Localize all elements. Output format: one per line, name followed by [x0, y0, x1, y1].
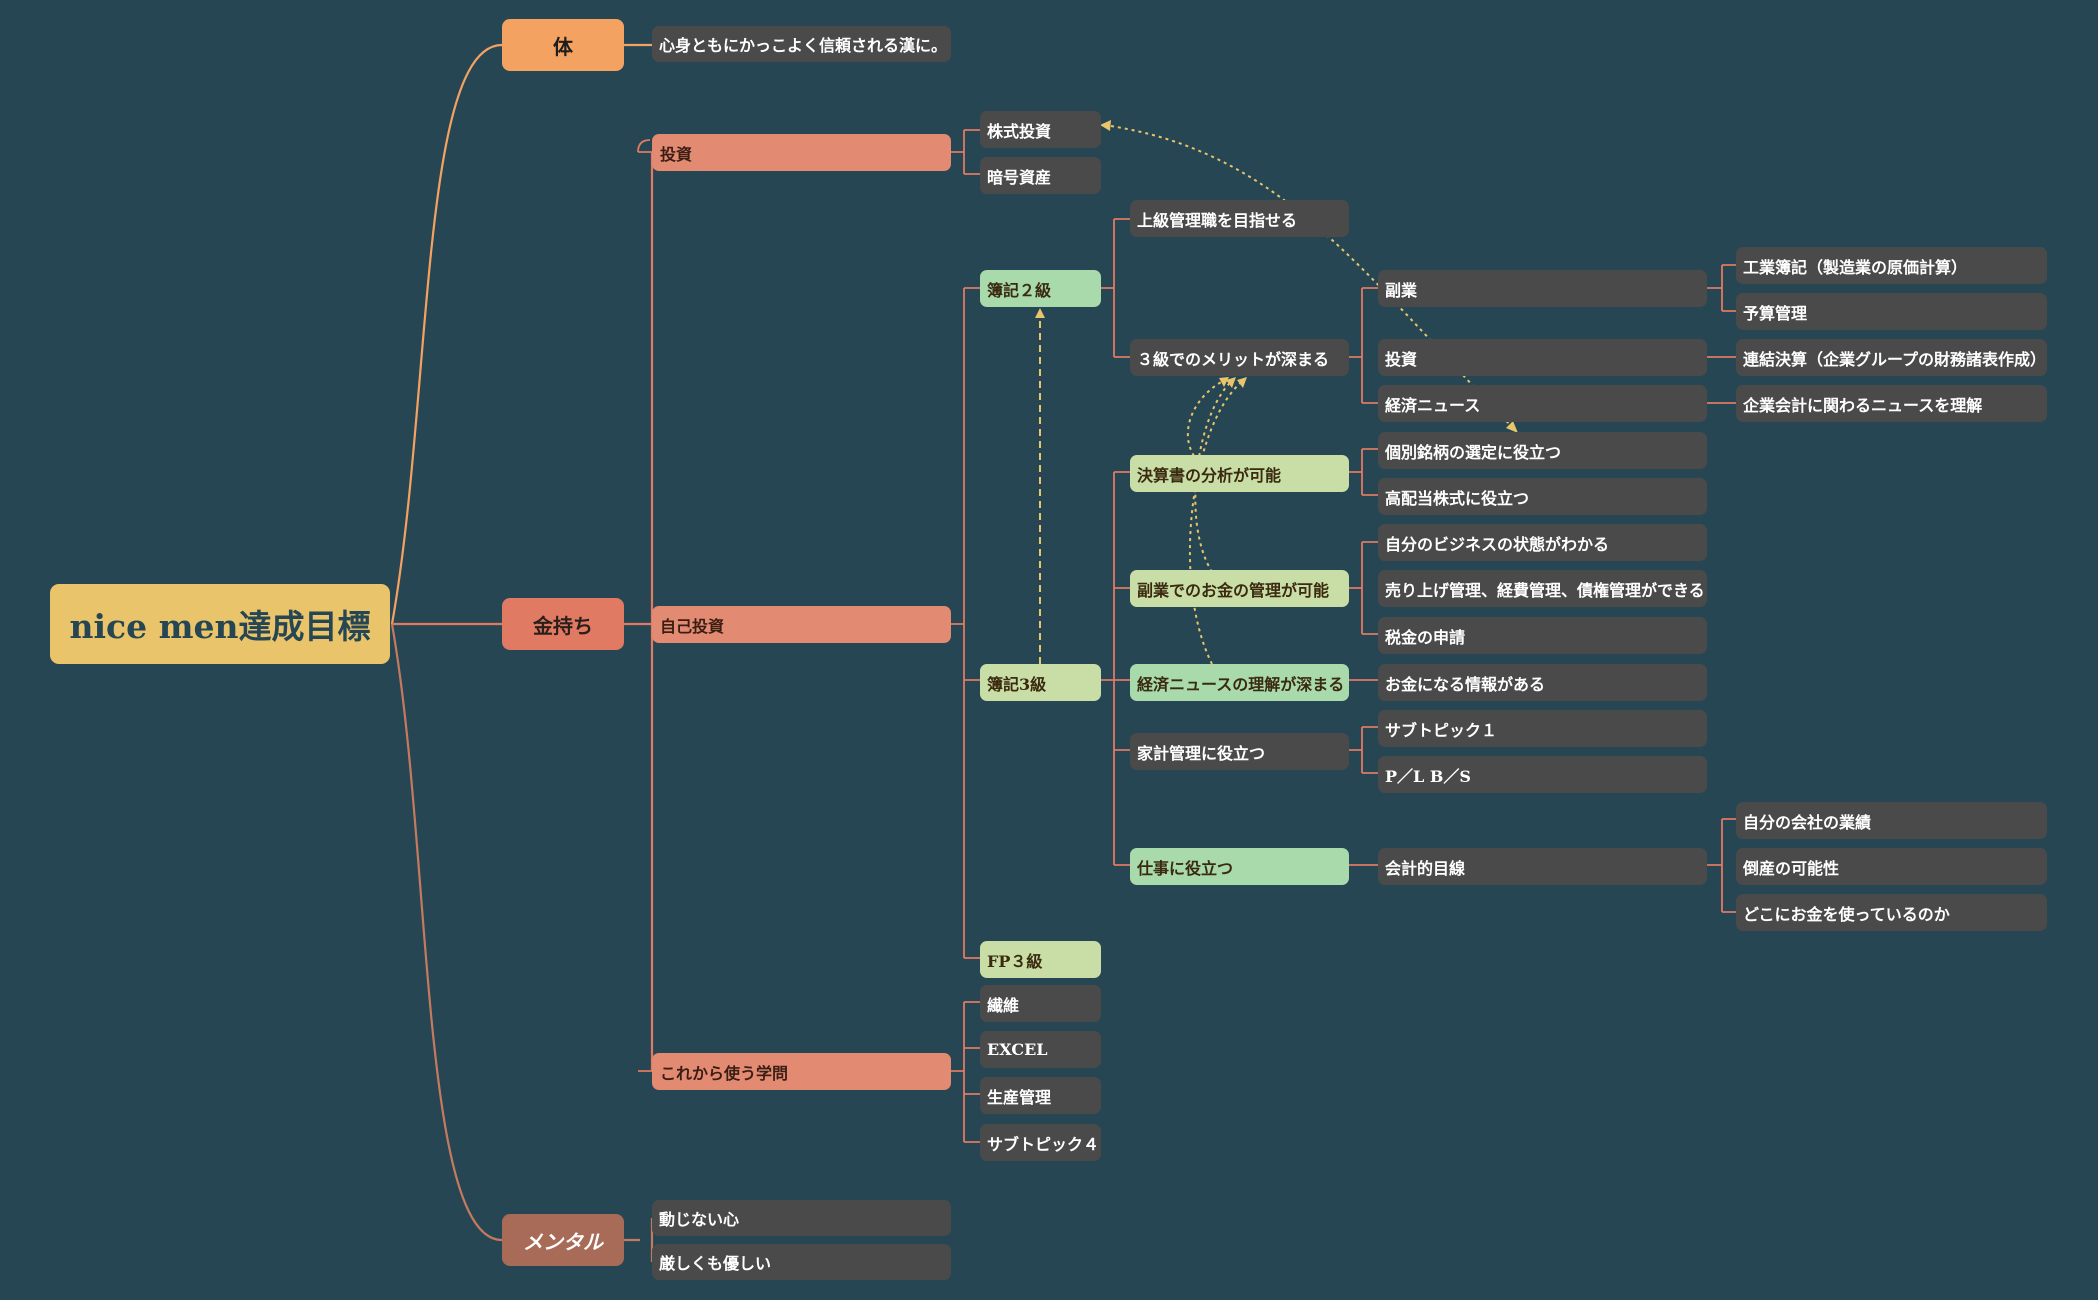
boki3-analysis[interactable]: 決算書の分析が可能 [1130, 455, 1349, 492]
connector-studies [950, 1001, 980, 1143]
study-item[interactable]: サブトピック４ [980, 1124, 1101, 1161]
household-item[interactable]: サブトピック１ [1378, 710, 1707, 747]
connector-root-mental [390, 623, 503, 1242]
study-item[interactable]: 繊維 [980, 985, 1101, 1022]
side-job-item[interactable]: 工業簿記（製造業の原価計算） [1736, 247, 2047, 284]
household-item[interactable]: P／L B／S [1378, 756, 1707, 793]
connector-investment [950, 129, 980, 175]
econ-news-item[interactable]: お金になる情報がある [1378, 664, 1707, 701]
topic-fp3[interactable]: FP３級 [980, 941, 1101, 978]
topic-boki3[interactable]: 簿記3級 [980, 664, 1101, 701]
topic-studies[interactable]: これから使う学問 [652, 1053, 951, 1090]
boki3-econ-news[interactable]: 経済ニュースの理解が深まる [1130, 664, 1349, 701]
mental-item[interactable]: 動じない心 [652, 1200, 951, 1236]
investment-stock[interactable]: 株式投資 [980, 111, 1101, 148]
deeper-news[interactable]: 経済ニュース [1378, 385, 1707, 422]
side-money-item[interactable]: 売り上げ管理、経費管理、債権管理ができる [1378, 570, 1707, 607]
root-topic[interactable]: nice men達成目標 [50, 584, 390, 664]
study-item[interactable]: 生産管理 [980, 1077, 1101, 1114]
analysis-item[interactable]: 高配当株式に役立つ [1378, 478, 1707, 515]
connector-analysis [1348, 448, 1378, 496]
work-accounting[interactable]: 会計的目線 [1378, 848, 1707, 885]
side-money-item[interactable]: 税金の申請 [1378, 617, 1707, 654]
boki3-work[interactable]: 仕事に役立つ [1130, 848, 1349, 885]
connector-boki2 [1100, 218, 1130, 358]
accounting-item[interactable]: 自分の会社の業績 [1736, 802, 2047, 839]
connector-root-body [390, 43, 503, 625]
deeper-invest[interactable]: 投資 [1378, 339, 1707, 376]
relation-analysis-deeper [1186, 379, 1226, 457]
connector-deeper [1348, 287, 1378, 404]
topic-mental[interactable]: メンタル [502, 1214, 624, 1266]
connector-household [1348, 726, 1378, 774]
boki3-side-money[interactable]: 副業でのお金の管理が可能 [1130, 570, 1349, 607]
connector-side-money [1348, 541, 1378, 635]
boki2-manager[interactable]: 上級管理職を目指せる [1130, 200, 1349, 237]
investment-crypto[interactable]: 暗号資産 [980, 157, 1101, 194]
topic-money[interactable]: 金持ち [502, 598, 624, 650]
mental-item[interactable]: 厳しくも優しい [652, 1244, 951, 1280]
connector-money-trunk [624, 152, 654, 1071]
topic-body[interactable]: 体 [502, 19, 624, 71]
connector-mental-trunk [624, 1218, 654, 1262]
analysis-item[interactable]: 個別銘柄の選定に役立つ [1378, 432, 1707, 469]
relation-econ-news-deeper [1189, 379, 1245, 665]
study-item[interactable]: EXCEL [980, 1031, 1101, 1068]
deeper-side-job[interactable]: 副業 [1378, 270, 1707, 307]
accounting-item[interactable]: 倒産の可能性 [1736, 848, 2047, 885]
connector-self-investment [950, 287, 980, 959]
connector-accounting [1706, 818, 1736, 913]
boki2-deeper[interactable]: ３級でのメリットが深まる [1130, 339, 1349, 376]
boki3-household[interactable]: 家計管理に役立つ [1130, 733, 1349, 770]
connector-boki3 [1100, 471, 1130, 866]
topic-boki2[interactable]: 簿記２級 [980, 270, 1101, 307]
body-detail[interactable]: 心身ともにかっこよく信頼される漢に。 [652, 26, 951, 62]
invest-item[interactable]: 連結決算（企業グループの財務諸表作成） [1736, 339, 2047, 376]
news-item[interactable]: 企業会計に関わるニュースを理解 [1736, 385, 2047, 422]
topic-investment[interactable]: 投資 [652, 134, 951, 171]
side-money-item[interactable]: 自分のビジネスの状態がわかる [1378, 524, 1707, 561]
accounting-item[interactable]: どこにお金を使っているのか [1736, 894, 2047, 931]
topic-self-investment[interactable]: 自己投資 [652, 606, 951, 643]
side-job-item[interactable]: 予算管理 [1736, 293, 2047, 330]
connector-side-job [1706, 264, 1736, 312]
